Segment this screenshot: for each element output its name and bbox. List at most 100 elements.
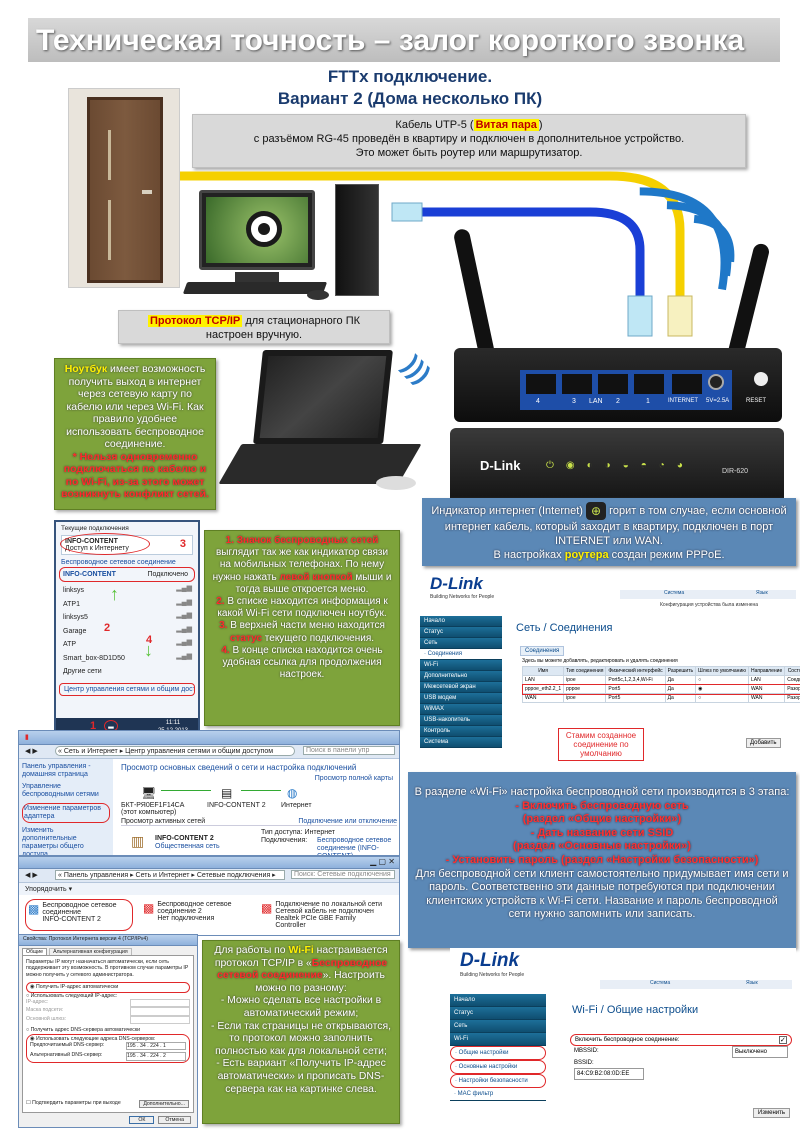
nav-language[interactable]: Язык: [756, 590, 768, 596]
wifi-signal-icon: ))): [397, 349, 438, 389]
auto-ip-radio[interactable]: Получить IP-адрес автоматически: [35, 984, 119, 991]
netcenter-heading: Просмотр основных сведений о сети и наст…: [121, 763, 357, 772]
title-line2: Вариант 2 (Дома несколько ПК): [277, 89, 543, 108]
title-line1: FTTx подключение.: [327, 67, 493, 86]
dlink-menu-item[interactable]: Система: [420, 737, 502, 748]
table-row[interactable]: LANipoePort5c,1,2,3,4,Wi-FiДа○LANСоедине…: [521, 675, 800, 685]
dns2-field[interactable]: 195 . 34 . 224 . 2: [126, 1052, 186, 1061]
default-gateway-radio[interactable]: ◉: [695, 684, 749, 694]
dlink-menu-item[interactable]: USB-накопитель: [420, 715, 502, 726]
port-label: 4: [536, 398, 540, 405]
wifi-network-item[interactable]: Smart_box-8D1D50: [63, 654, 125, 662]
dlink-menu-item[interactable]: Дополнительно: [420, 671, 502, 682]
ok-button[interactable]: ОК: [129, 1116, 155, 1124]
tab-connections[interactable]: Соединения: [520, 646, 565, 656]
wifi-network-item[interactable]: ATP: [63, 641, 77, 648]
auto-dns-radio[interactable]: Получить адрес DNS-сервера автоматически: [30, 1027, 141, 1034]
tab-alternate[interactable]: Альтернативная конфигурация: [49, 948, 132, 955]
dlink-menu-item[interactable]: Статус: [420, 627, 502, 638]
manual-dns-radio[interactable]: Использовать следующие адреса DNS-сервер…: [35, 1035, 156, 1042]
confirm-checkbox[interactable]: Подтвердить параметры при выходе: [32, 1099, 121, 1106]
dlink-menu-item[interactable]: Начало: [450, 994, 546, 1007]
dlink-menu-item[interactable]: Контроль: [420, 726, 502, 737]
add-button[interactable]: Добавить: [746, 738, 781, 748]
nav-system[interactable]: Система: [664, 590, 685, 596]
dlink-connections-screen: D-Link Building Networks for People Сист…: [420, 572, 800, 764]
tcpip-wifi-box: Для работы по Wi-Fi настраивается проток…: [202, 940, 400, 1124]
port-label: 3: [572, 398, 576, 405]
green-arrow-up: ↑: [110, 584, 119, 604]
cancel-button[interactable]: Отмена: [158, 1116, 191, 1124]
organize-menu[interactable]: Упорядочить ▾: [19, 883, 399, 895]
dlink-menu-item[interactable]: USB модем: [420, 693, 502, 704]
dns1-field[interactable]: 195 . 34 . 224 . 1: [126, 1042, 186, 1051]
address-bar[interactable]: « Сеть и Интернет ▸ Центр управления сет…: [55, 746, 295, 756]
gateway-field[interactable]: [130, 1015, 190, 1025]
dlink-menu-item[interactable]: · Настройки безопасности: [450, 1074, 546, 1088]
dlink-menu-item[interactable]: Wi-Fi: [450, 1033, 546, 1046]
door-image: [68, 88, 180, 288]
dlink-menu-item[interactable]: · MAC фильтр: [450, 1088, 546, 1101]
advanced-button[interactable]: Дополнительно...: [139, 1099, 189, 1108]
dlink-menu-item[interactable]: Сеть: [450, 1020, 546, 1033]
page-banner: Техническая точность – залог короткого з…: [28, 18, 780, 62]
port-label: 2: [616, 398, 620, 405]
internet-indicator-box: Индикатор интернет (Internet) ⊕ горит в …: [422, 498, 796, 566]
selected-network[interactable]: INFO-CONTENT: [63, 571, 116, 578]
laptop-warning: * Нельзя одновременно подключаться по ка…: [61, 450, 209, 501]
mbssid-select[interactable]: Выключено: [732, 1046, 788, 1058]
search-input[interactable]: Поиск в панели упр: [303, 746, 395, 755]
bssid-select[interactable]: 84:C9:B2:08:0D:EE: [574, 1068, 644, 1080]
laptop-info-box: Ноутбук имеет возможность получить выход…: [54, 358, 216, 510]
dlink-menu-item[interactable]: Статус: [450, 1007, 546, 1020]
network-type-link[interactable]: Общественная сеть: [155, 843, 220, 850]
network-center-window: ▮ ◀ ▶ « Сеть и Интернет ▸ Центр управлен…: [18, 730, 400, 856]
nav-system[interactable]: Система: [650, 980, 671, 986]
dlink-menu-item[interactable]: Wi-Fi: [420, 660, 502, 671]
wifi-network-item[interactable]: Garage: [63, 627, 87, 635]
side-link-home[interactable]: Панель управления - домашняя страница: [22, 763, 91, 778]
dlink-menu-item[interactable]: · Основные настройки: [450, 1060, 546, 1074]
ip-field[interactable]: [130, 999, 190, 1008]
connect-link[interactable]: Подключение или отключение: [298, 818, 397, 825]
enable-wireless-checkbox[interactable]: ✓: [779, 1036, 787, 1044]
nav-language[interactable]: Язык: [746, 980, 758, 986]
page-title: FTTx подключение. Вариант 2 (Дома нескол…: [190, 66, 630, 110]
wifi-network-item[interactable]: linksys5: [63, 614, 88, 621]
tab-general[interactable]: Общие: [22, 948, 48, 955]
wifi-settings-heading: Wi-Fi / Общие настройки: [572, 1004, 699, 1016]
dlink-menu-item[interactable]: · Соединения: [420, 649, 502, 660]
wifi-network-item[interactable]: ATP1: [63, 600, 80, 608]
mask-field[interactable]: [130, 1007, 190, 1016]
adapters-search-input[interactable]: Поиск: Сетевые подключения: [291, 870, 395, 879]
side-link-wireless[interactable]: Управление беспроводными сетями: [22, 783, 99, 798]
twisted-pair-highlight: Витая пара: [473, 119, 539, 131]
adapters-address-bar[interactable]: « Панель управления ▸ Сеть и Интернет ▸ …: [55, 870, 285, 880]
manual-ip-radio[interactable]: Использовать следующий IP-адрес:: [30, 992, 118, 999]
full-map-link[interactable]: Просмотр полной карты: [314, 775, 393, 782]
wireless-connection-link[interactable]: Беспроводное сетевое соединение (INFO-CO…: [317, 837, 392, 855]
dlink-menu-item[interactable]: WiMAX: [420, 704, 502, 715]
desktop-computer: [182, 184, 385, 308]
save-button[interactable]: Изменить: [752, 1108, 790, 1118]
wifi-network-item[interactable]: Другие сети: [63, 668, 102, 675]
dlink-menu-item[interactable]: Начало: [420, 616, 502, 627]
network-center-link[interactable]: Центр управления сетями и общим доступом: [59, 682, 195, 696]
side-link-adapter[interactable]: Изменение параметров адаптера: [22, 803, 110, 823]
dlink-menu-item[interactable]: Сеть: [420, 638, 502, 649]
dlink-wifi-settings-screen: D-Link Building Networks for People Сист…: [450, 948, 796, 1126]
computer-icon: 🖥: [141, 786, 157, 800]
protocol-info-box: Протокол TCP/IP для стационарного ПК нас…: [118, 310, 390, 344]
wifi-network-item[interactable]: linksys: [63, 587, 85, 594]
dlink-logo: D-Link: [430, 574, 483, 593]
internet-led-icon: ⊕: [586, 502, 607, 520]
adapter-disabled-icon: ▩: [261, 901, 273, 915]
dlink-menu-item[interactable]: · Общие настройки: [450, 1046, 546, 1060]
side-link-sharing[interactable]: Изменить дополнительные параметры общего…: [22, 827, 84, 856]
dlink-menu-item[interactable]: Межсетевой экран: [420, 682, 502, 693]
